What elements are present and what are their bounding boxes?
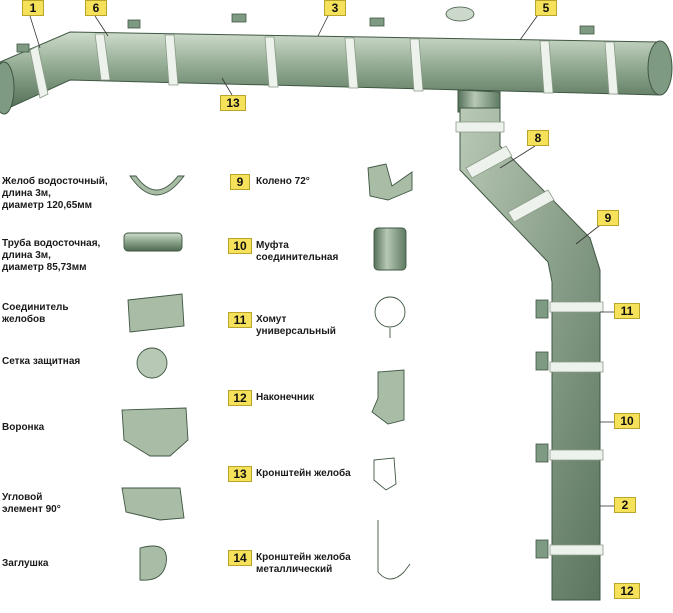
legend-gutter: Желоб водосточный, длина 3м, диаметр 120… [2, 176, 108, 211]
metal-bracket-icon [377, 520, 411, 580]
coupling-icon [373, 227, 407, 271]
callout-3: 3 [324, 0, 346, 16]
callout-2: 2 [614, 497, 636, 513]
gutter-icon [129, 175, 185, 196]
legend-num-12: 12 [228, 390, 252, 406]
gutter-brackets [16, 6, 595, 53]
pipe-icon [123, 232, 183, 252]
callout-9: 9 [597, 210, 619, 226]
legend-coupling: Муфта соединительная [256, 240, 339, 263]
legend-icons [121, 163, 413, 581]
legend-clamp: Хомут универсальный [256, 314, 336, 337]
corner-icon [121, 487, 185, 521]
pipe-clamps [455, 121, 604, 556]
callout-5: 5 [535, 0, 557, 16]
legend-num-9: 9 [230, 174, 250, 190]
callout-12: 12 [614, 583, 640, 599]
legend-outlet: Наконечник [256, 392, 315, 403]
legend-num-10: 10 [228, 238, 252, 254]
gutter [0, 31, 673, 115]
legend-num-13: 13 [228, 466, 252, 482]
callout-1: 1 [22, 0, 44, 16]
legend-funnel: Воронка [2, 422, 45, 433]
legend-pipe: Труба водосточная, длина 3м, диаметр 85,… [2, 238, 101, 273]
legend-corner: Угловой элемент 90° [2, 492, 61, 515]
legend-num-11: 11 [228, 312, 252, 328]
callout-8: 8 [527, 130, 549, 146]
outlet-icon [371, 369, 405, 425]
legend-num-14: 14 [228, 550, 252, 566]
leaf-guard-icon [136, 347, 168, 379]
callout-11: 11 [614, 303, 640, 319]
legend-connector: Соединитель желобов [2, 302, 69, 325]
funnel-icon [121, 407, 189, 457]
bracket-icon [373, 457, 397, 491]
elbow-icon [367, 163, 413, 201]
legend-elbow: Колено 72° [256, 176, 310, 187]
connector-icon [127, 293, 185, 333]
legend-end-cap: Заглушка [2, 558, 49, 569]
callout-6: 6 [85, 0, 107, 16]
clamp-icon [374, 296, 406, 338]
legend-metal-bracket: Кронштейн желоба металлический [256, 552, 351, 575]
wall-brackets [535, 299, 549, 559]
gutter-connectors [29, 33, 619, 99]
downpipe [459, 107, 601, 601]
end-cap-icon [139, 545, 167, 581]
legend-bracket: Кронштейн желоба [256, 468, 351, 479]
callout-10: 10 [614, 413, 640, 429]
legend-leaf-guard: Сетка защитная [2, 356, 81, 367]
callout-13: 13 [220, 95, 246, 111]
